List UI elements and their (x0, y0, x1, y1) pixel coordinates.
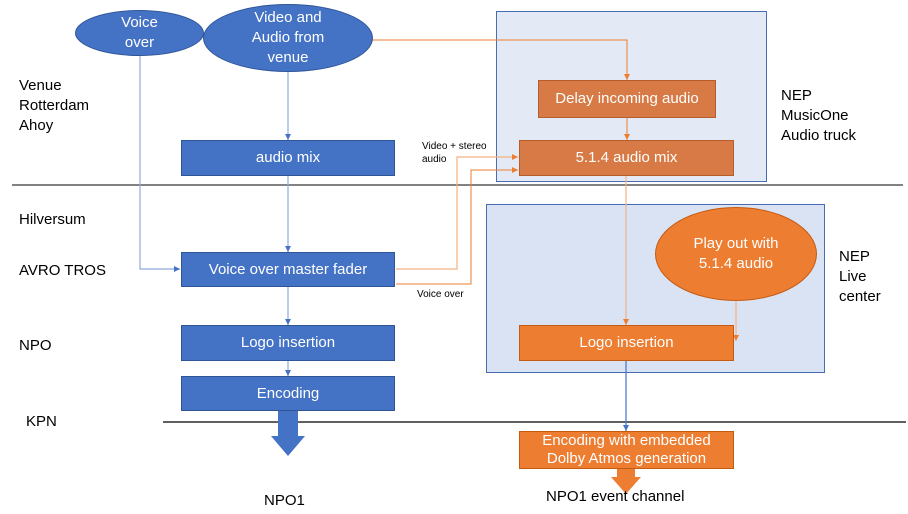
node-logo-insertion-npo[interactable]: Logo insertion (181, 325, 395, 361)
node-logo-insertion-nep[interactable]: Logo insertion (519, 325, 734, 361)
node-delay-incoming-audio[interactable]: Delay incoming audio (538, 80, 716, 118)
edge-venue-to-delay (372, 39, 630, 80)
node-encoding-dolby-atmos[interactable]: Encoding with embedded Dolby Atmos gener… (519, 431, 734, 469)
edge-fader-voiceover (396, 167, 518, 285)
edge-voiceover-to-fader (139, 54, 180, 272)
region-nep-live-center-label: NEP Live center (839, 248, 881, 305)
location-avro-tros-label: AVRO TROS (19, 262, 106, 279)
edge-label-voice-over: Voice over (417, 289, 464, 300)
edge-label-video-stereo-audio: Video + stereo audio (422, 141, 487, 165)
node-play-out-514[interactable]: Play out with 5.1.4 audio (655, 207, 817, 301)
node-audio-mix[interactable]: audio mix (181, 140, 395, 176)
node-video-audio-venue[interactable]: Video and Audio from venue (203, 4, 373, 72)
location-npo-label: NPO (19, 337, 52, 354)
output-npo1-label: NPO1 (264, 492, 305, 509)
location-venue-label: Venue Rotterdam Ahoy (19, 77, 90, 134)
npo1-output-arrow (271, 411, 305, 456)
node-voice-over[interactable]: Voice over (75, 10, 204, 56)
node-voice-over-master-fader[interactable]: Voice over master fader (181, 252, 395, 287)
region-nep-musicone-label: NEP MusicOne Audio truck (781, 87, 857, 144)
npo1-event-output-arrow (611, 469, 641, 494)
location-hilversum-label: Hilversum (19, 211, 86, 228)
node-encoding[interactable]: Encoding (181, 376, 395, 411)
location-kpn-label: KPN (26, 413, 57, 430)
output-npo1-event-channel-label: NPO1 event channel (546, 488, 685, 505)
node-514-audio-mix[interactable]: 5.1.4 audio mix (519, 140, 734, 176)
edge-fader-video-stereo (396, 154, 518, 270)
